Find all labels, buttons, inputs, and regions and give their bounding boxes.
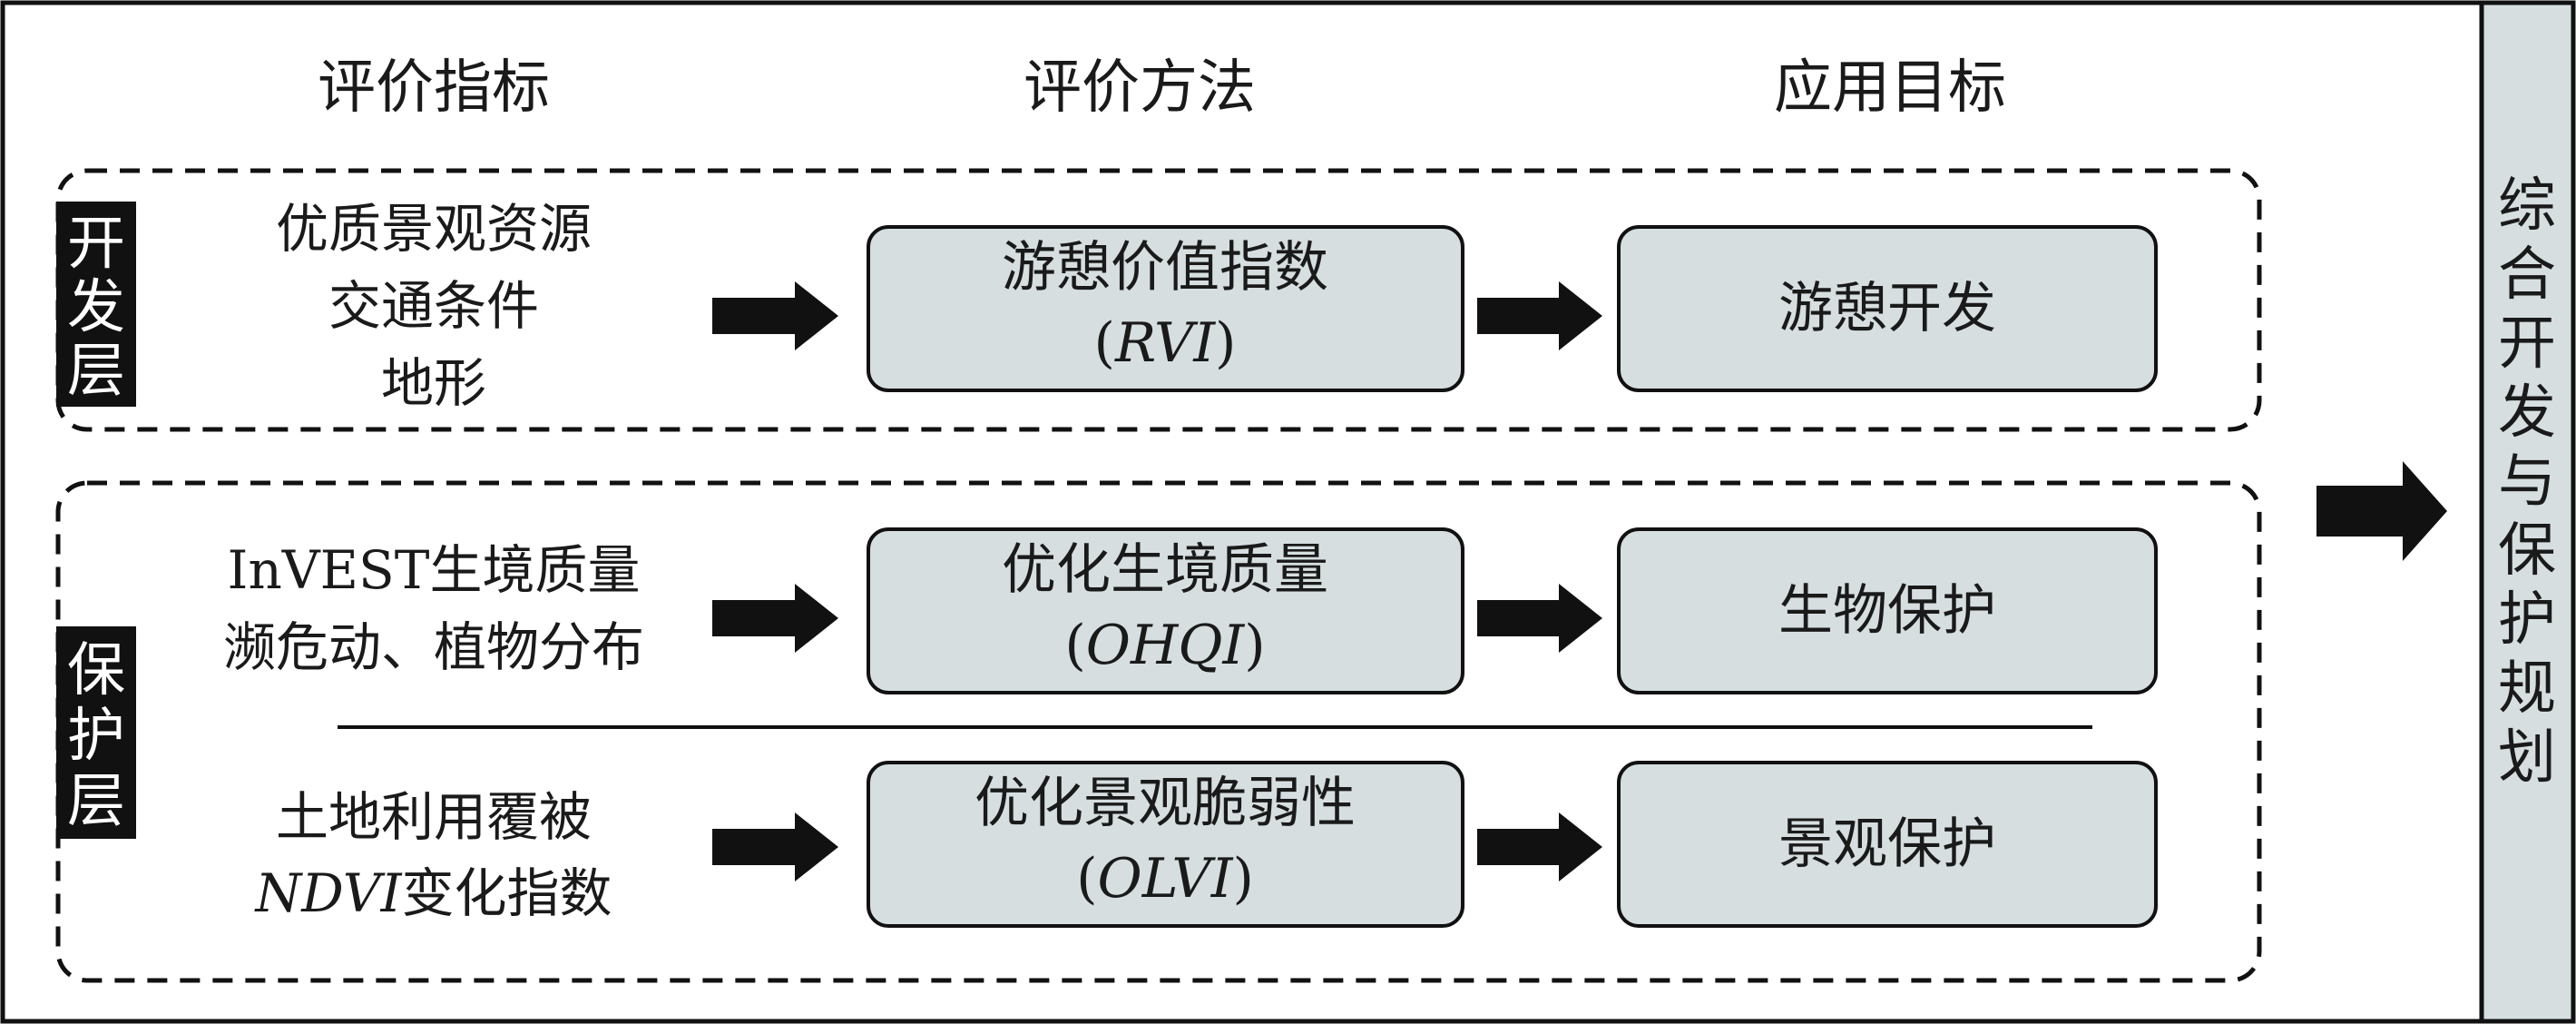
side-char-2: 合 xyxy=(2498,241,2556,309)
method-box-rvi: 游憩价值指数 (RVI) xyxy=(867,225,1464,392)
goal-bio: 生物保护 xyxy=(1778,579,1996,643)
method-box-olvi: 优化景观脆弱性 (OLVI) xyxy=(867,761,1464,928)
indicator-land-use: 土地利用覆被 xyxy=(276,786,592,848)
side-panel xyxy=(2479,0,2576,1024)
indicator-ndvi-change: NDVI变化指数 xyxy=(253,862,612,924)
arrow-right-icon xyxy=(712,584,838,653)
method-box-rvi-bg xyxy=(867,225,1464,392)
goal-landscape: 景观保护 xyxy=(1778,812,1996,876)
indicator-ndvi-rest: 变化指数 xyxy=(402,862,612,924)
goal-box-landscape: 景观保护 xyxy=(1617,761,2158,928)
method-box-ohqi-bg xyxy=(867,527,1464,694)
method-olvi-abbr: OLVI xyxy=(1098,847,1234,911)
side-char-3: 开 xyxy=(2498,310,2556,378)
method-box-olvi-bg xyxy=(867,761,1464,928)
side-char-9: 划 xyxy=(2498,724,2556,792)
indicator-traffic: 交通条件 xyxy=(328,275,539,337)
dev-layer-char-1: 开 xyxy=(67,211,125,278)
prot-layer-char-1: 保 xyxy=(67,637,125,704)
side-char-1: 综 xyxy=(2498,172,2556,240)
method-box-ohqi: 优化生境质量 (OHQI) xyxy=(867,527,1464,694)
goal-box-landscape-bg xyxy=(1617,761,2158,928)
side-panel-label: 综 合 开 发 与 保 护 规 划 xyxy=(2498,172,2556,792)
big-arrow-right-icon xyxy=(2316,461,2447,561)
header-indicators: 评价指标 xyxy=(318,54,550,122)
side-char-7: 护 xyxy=(2498,586,2556,654)
method-rvi-abbr: RVI xyxy=(1114,311,1216,375)
method-rvi-name: 游憩价值指数 xyxy=(1002,236,1328,300)
method-rvi-abbr-line: (RVI) xyxy=(1094,311,1237,375)
header-goals: 应用目标 xyxy=(1774,54,2006,122)
method-olvi-abbr-line: (OLVI) xyxy=(1076,847,1254,911)
method-ohqi-abbr-line: (OHQI) xyxy=(1064,614,1265,677)
arrow-right-icon xyxy=(712,281,838,350)
arrow-right-icon xyxy=(1477,812,1602,881)
prot-layer-char-2: 护 xyxy=(67,703,125,770)
side-char-6: 保 xyxy=(2498,517,2556,585)
indicator-endangered-species: 濒危动、植物分布 xyxy=(223,616,644,678)
side-char-5: 与 xyxy=(2498,448,2556,516)
goal-box-bio: 生物保护 xyxy=(1617,527,2158,694)
goal-box-recreation: 游憩开发 xyxy=(1617,225,2158,392)
method-olvi-name: 优化景观脆弱性 xyxy=(975,772,1356,835)
method-ohqi-abbr: OHQI xyxy=(1086,614,1246,677)
dev-layer-label: 开 发 层 xyxy=(56,202,136,407)
arrow-right-icon xyxy=(1477,584,1602,653)
indicator-invest-habitat: InVEST生境质量 xyxy=(228,539,641,601)
dev-layer-char-3: 层 xyxy=(67,338,125,405)
goal-box-recreation-bg xyxy=(1617,225,2158,392)
header-methods: 评价方法 xyxy=(1024,54,1256,122)
prot-layer-label-bg xyxy=(56,626,136,839)
method-ohqi-name: 优化生境质量 xyxy=(1002,538,1328,602)
side-char-4: 发 xyxy=(2498,379,2556,447)
arrow-right-icon xyxy=(1477,281,1602,350)
arrow-right-icon xyxy=(712,812,838,881)
dev-layer-group xyxy=(55,168,2262,432)
prot-layer-label: 保 护 层 xyxy=(56,626,136,839)
prot-layer-char-3: 层 xyxy=(67,768,125,835)
goal-recreation: 游憩开发 xyxy=(1778,277,1996,340)
indicator-landscape-resources: 优质景观资源 xyxy=(276,198,592,260)
indicator-ndvi-abbr: NDVI xyxy=(253,862,402,924)
goal-box-bio-bg xyxy=(1617,527,2158,694)
indicator-terrain: 地形 xyxy=(381,352,486,414)
dev-layer-label-bg xyxy=(56,202,136,407)
side-char-8: 规 xyxy=(2498,655,2556,723)
dev-layer-char-2: 发 xyxy=(67,274,125,341)
